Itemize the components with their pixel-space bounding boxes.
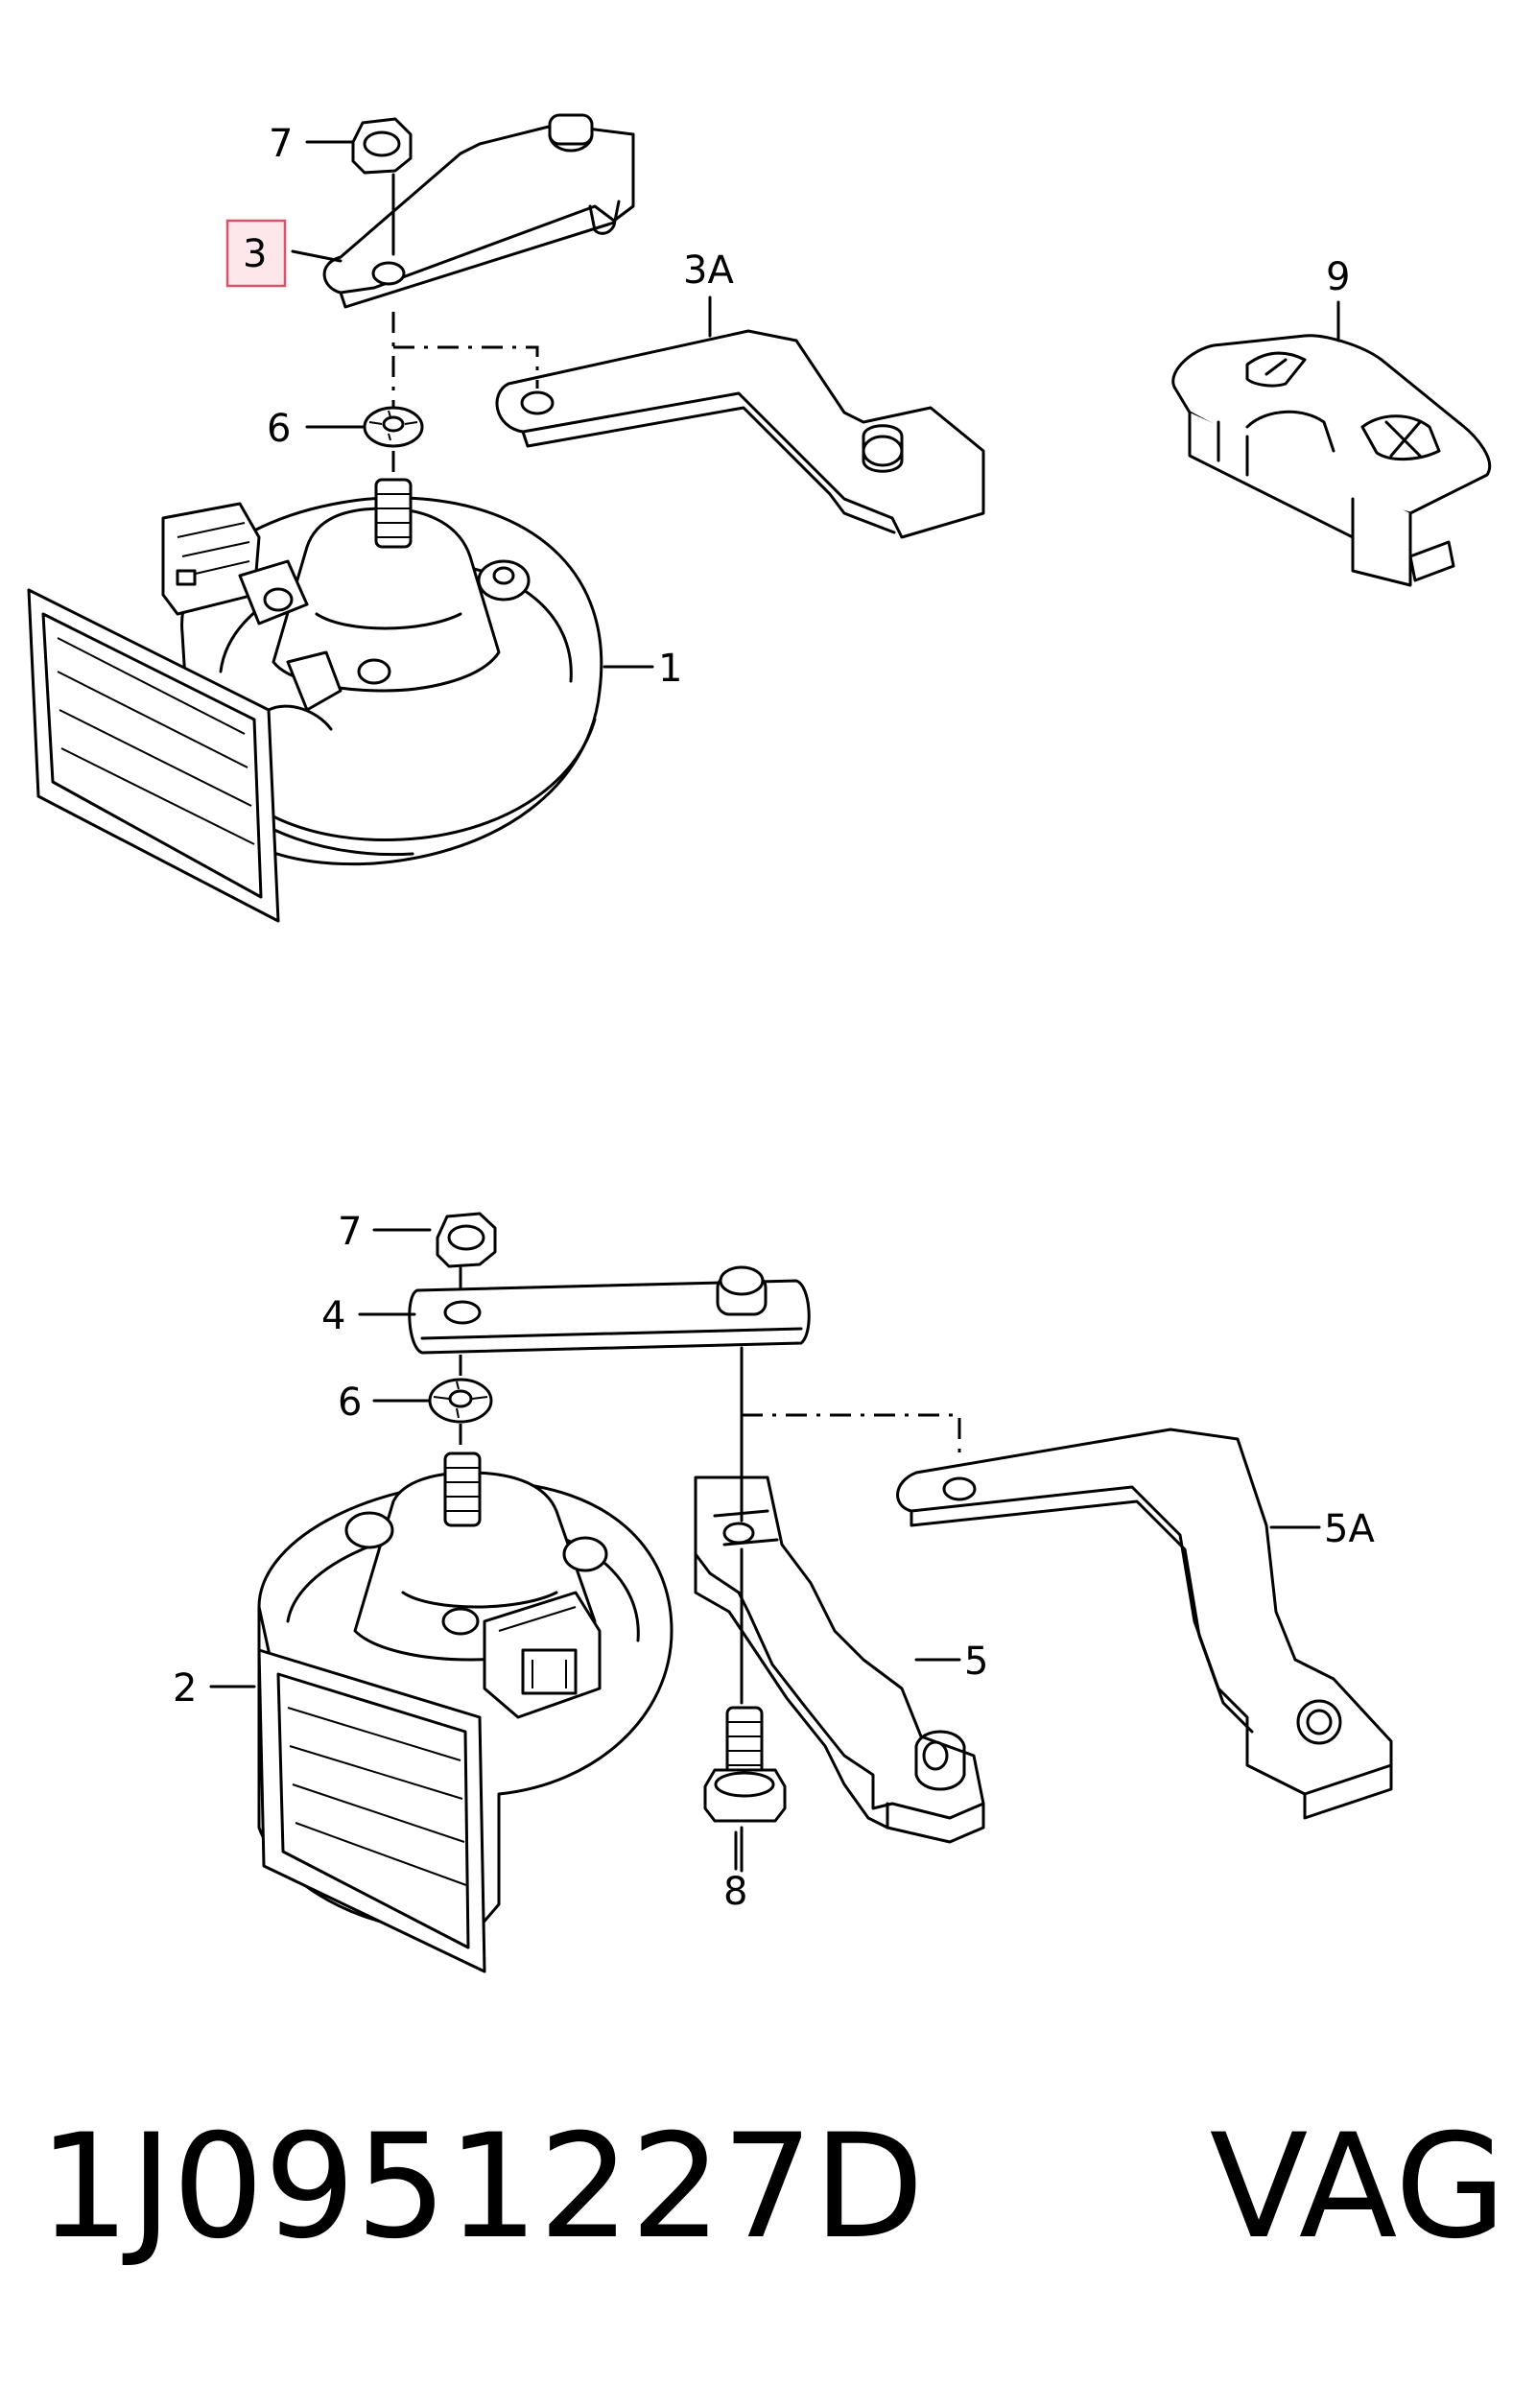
assembly-line-top-horizontal: [393, 345, 539, 389]
washer-6-bottom[interactable]: [428, 1378, 493, 1424]
callout-5a[interactable]: 5A: [1324, 1507, 1375, 1551]
bracket-3[interactable]: [322, 113, 635, 309]
callout-9[interactable]: 9: [1326, 255, 1350, 299]
callout-leaders: [209, 140, 1340, 1871]
callout-3a[interactable]: 3A: [683, 248, 734, 293]
callout-1[interactable]: 1: [658, 647, 682, 691]
callout-4[interactable]: 4: [321, 1294, 345, 1338]
horn-2[interactable]: [257, 1452, 673, 1973]
assembly-line-bottom-bracket5a: [742, 1413, 961, 1458]
bracket-5a[interactable]: [896, 1428, 1393, 1820]
plate-4[interactable]: [408, 1265, 811, 1355]
callout-2[interactable]: 2: [173, 1666, 197, 1711]
callout-8[interactable]: 8: [723, 1870, 747, 1914]
horn-1[interactable]: [27, 478, 603, 923]
callout-7-top[interactable]: 7: [269, 122, 293, 166]
washer-6-top[interactable]: [363, 406, 424, 448]
nut-7-top[interactable]: [351, 117, 413, 175]
callout-3-highlight: [225, 219, 287, 288]
callout-6-bottom[interactable]: 6: [338, 1381, 362, 1425]
callout-5[interactable]: 5: [964, 1640, 988, 1684]
part-number: 1J0951227D: [38, 2104, 925, 2271]
callout-6-top[interactable]: 6: [267, 407, 291, 451]
bracket-3a[interactable]: [495, 329, 985, 539]
relay-9[interactable]: [1171, 334, 1492, 587]
brand-name: VAG: [1209, 2104, 1506, 2271]
callout-7-bottom[interactable]: 7: [338, 1210, 362, 1254]
bolt-8[interactable]: [703, 1706, 787, 1823]
callout-3[interactable]: 3: [243, 232, 267, 276]
footer-caption: 1J0951227D VAG: [38, 2082, 1506, 2293]
bracket-5[interactable]: [694, 1475, 985, 1844]
nut-7-bottom[interactable]: [436, 1212, 497, 1268]
